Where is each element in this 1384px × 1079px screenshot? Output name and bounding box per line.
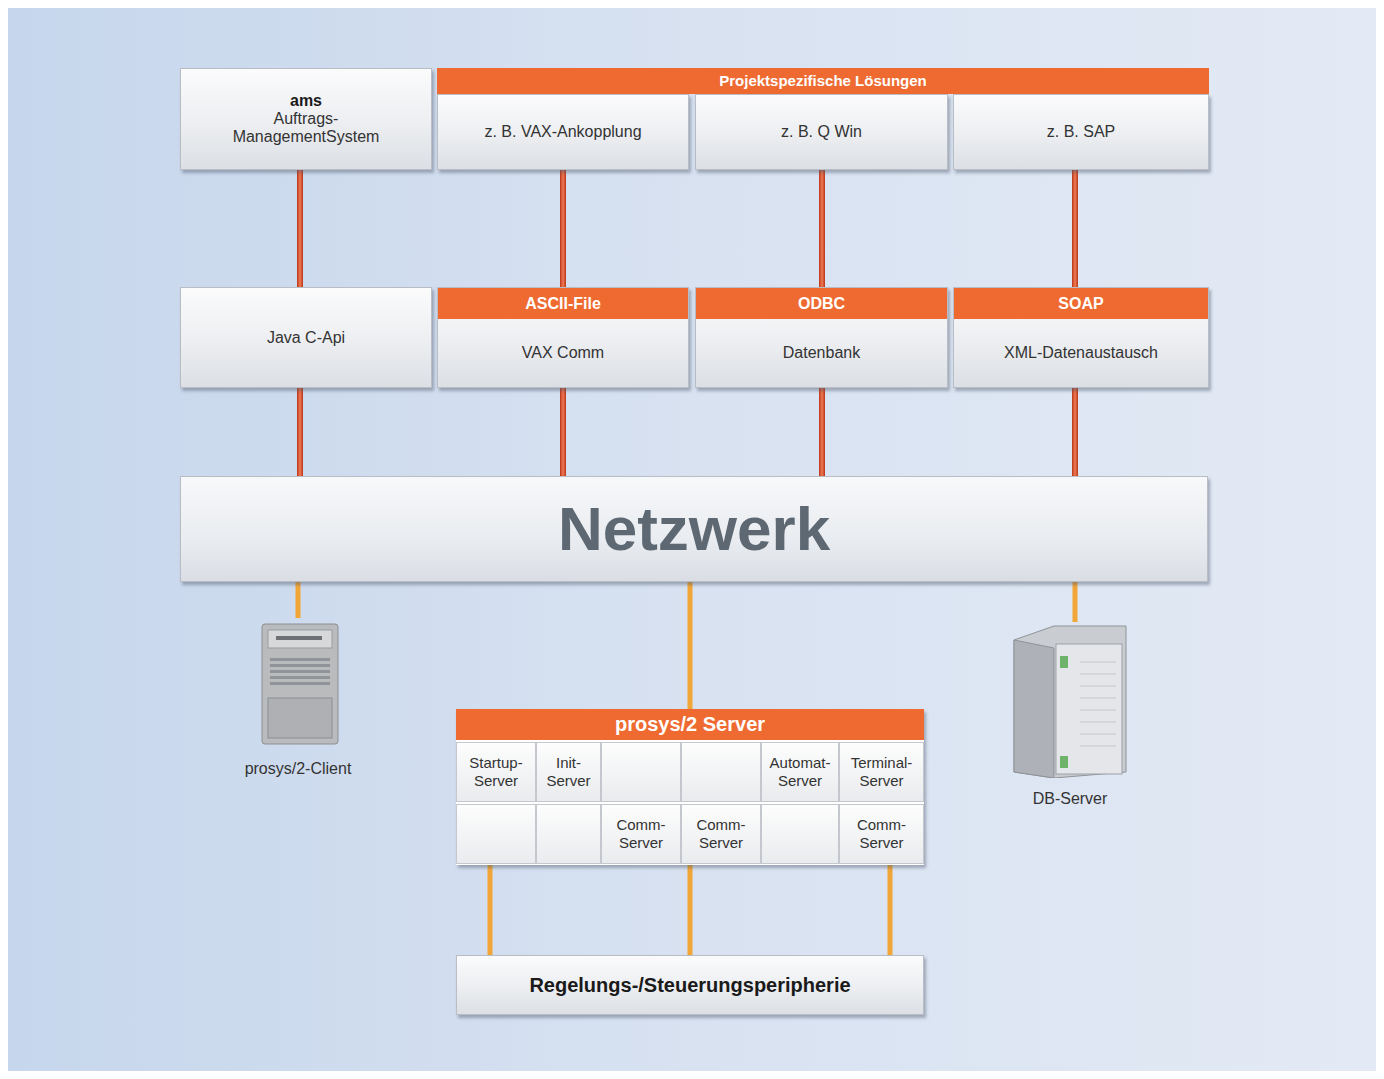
interface-heading: SOAP [954, 288, 1208, 319]
connector-line [819, 388, 825, 476]
module-body: Comm- Server [840, 805, 923, 863]
network-bar: Netzwerk [180, 476, 1208, 582]
box-label: z. B. Q Win [781, 123, 862, 141]
module-body: Comm- Server [602, 805, 680, 863]
interface-label: XML-Datenaustausch [1004, 344, 1158, 362]
server-band: prosys/2 Server [456, 709, 924, 740]
module-body: Comm- Server [682, 805, 760, 863]
network-label: Netzwerk [558, 494, 830, 564]
empty-cell [601, 742, 681, 802]
connector-line [296, 582, 301, 618]
system-box: z. B. VAX-Ankopplung [437, 94, 689, 170]
module-label: Terminal- Server [851, 754, 913, 790]
computer-icon [990, 622, 1150, 778]
box-label: Java C-Api [267, 329, 345, 347]
client-computer: prosys/2-Client [218, 618, 378, 780]
server-module: Comm- Server [839, 804, 924, 864]
module-body: Automat- Server [762, 743, 838, 801]
module-body: Init- Server [537, 743, 600, 801]
box-body: Regelungs-/Steuerungsperipherie [457, 956, 923, 1014]
module-label: Comm- Server [610, 816, 672, 852]
solution-group: Projektspezifische Lösungen z. B. VAX-Ank… [437, 68, 1209, 170]
interface-label: VAX Comm [522, 344, 604, 362]
interface-band: ASCII-File [438, 288, 688, 319]
box-label: ams [290, 92, 322, 110]
box-label: Auftrags- ManagementSystem [221, 110, 391, 146]
module-body: Startup- Server [457, 743, 535, 801]
connector-line [688, 864, 693, 955]
interface-body: VAX Comm [438, 319, 688, 387]
system-box: z. B. Q Win [695, 94, 948, 170]
computer-label: prosys/2-Client [218, 760, 378, 778]
server-module: Comm- Server [681, 804, 761, 864]
box-label: z. B. VAX-Ankopplung [484, 123, 641, 141]
connector-line [560, 388, 566, 476]
interface-heading: ASCII-File [438, 288, 688, 319]
box-body: Java C-Api [181, 288, 431, 387]
module-label: Automat- Server [769, 754, 831, 790]
server-panel: prosys/2 ServerStartup- Server Init- Serv… [456, 709, 924, 865]
box-body: z. B. SAP [954, 95, 1208, 169]
box-label: z. B. SAP [1047, 123, 1115, 141]
interface-body: Datenbank [696, 319, 947, 387]
empty-cell [536, 804, 601, 864]
connector-line [819, 170, 825, 287]
interface-heading: ODBC [696, 288, 947, 319]
connector-line [297, 388, 303, 476]
interface-box: SOAP XML-Datenaustausch [953, 287, 1209, 388]
network-body: Netzwerk [181, 477, 1207, 581]
server-module: Terminal- Server [839, 742, 924, 802]
empty-cell [681, 742, 761, 802]
interface-box: ASCII-FileVAX Comm [437, 287, 689, 388]
box-body: z. B. VAX-Ankopplung [438, 95, 688, 169]
database-server: DB-Server [990, 622, 1150, 810]
box-body: z. B. Q Win [696, 95, 947, 169]
interface-label: Datenbank [783, 344, 860, 362]
empty-cell [456, 804, 536, 864]
empty-cell [761, 804, 839, 864]
module-label: Comm- Server [851, 816, 913, 852]
module-label: Startup- Server [465, 754, 527, 790]
interface-box: ODBC Datenbank [695, 287, 948, 388]
server-module: Comm- Server [601, 804, 681, 864]
server-heading: prosys/2 Server [456, 709, 924, 740]
module-label: Init- Server [539, 754, 598, 790]
connector-line [688, 582, 693, 709]
computer-label: DB-Server [990, 790, 1150, 808]
interface-body: XML-Datenaustausch [954, 319, 1208, 387]
group-heading: Projektspezifische Lösungen [437, 68, 1209, 94]
interface-band: SOAP [954, 288, 1208, 319]
connector-line [1072, 388, 1078, 476]
system-box: Regelungs-/Steuerungsperipherie [456, 955, 924, 1015]
computer-icon [218, 618, 378, 748]
box-body: amsAuftrags- ManagementSystem [181, 69, 431, 169]
module-body: Terminal- Server [840, 743, 923, 801]
connector-line [1072, 170, 1078, 287]
system-box: z. B. SAP [953, 94, 1209, 170]
connector-line [488, 865, 493, 955]
server-module: Startup- Server [456, 742, 536, 802]
module-label: Comm- Server [690, 816, 752, 852]
server-module: Automat- Server [761, 742, 839, 802]
box-label: Regelungs-/Steuerungsperipherie [529, 976, 850, 994]
system-box: Java C-Api [180, 287, 432, 388]
connector-line [1073, 582, 1078, 622]
connector-line [888, 864, 893, 955]
interface-band: ODBC [696, 288, 947, 319]
server-module: Init- Server [536, 742, 601, 802]
system-box: amsAuftrags- ManagementSystem [180, 68, 432, 170]
connector-line [297, 170, 303, 287]
group-band: Projektspezifische Lösungen [437, 68, 1209, 94]
connector-line [560, 170, 566, 287]
